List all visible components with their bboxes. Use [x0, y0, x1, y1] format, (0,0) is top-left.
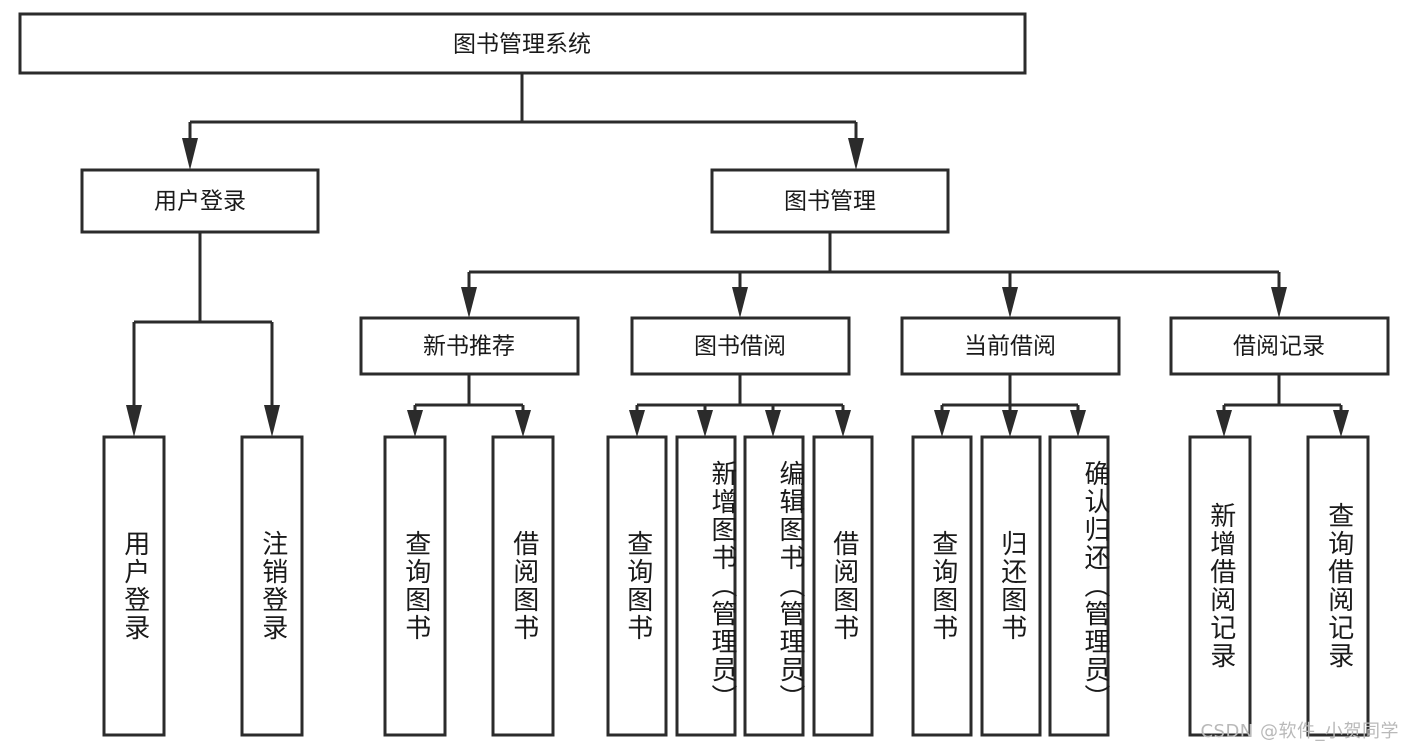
connector-record-to-leaves	[1216, 374, 1349, 437]
connector-root-to-level2	[182, 73, 864, 170]
node-book-borrow[interactable]: 图书借阅	[630, 316, 851, 376]
node-book-borrow-label: 图书借阅	[694, 334, 786, 360]
node-new-book-recommend-label: 新书推荐	[423, 334, 515, 360]
watermark-text: CSDN @软件_小贺同学	[1200, 721, 1399, 742]
node-book-management-label: 图书管理	[784, 189, 876, 215]
connector-current-to-leaves	[934, 374, 1086, 437]
leaf-rect-borrow-book-1[interactable]	[491, 435, 555, 737]
leaf-rects	[102, 435, 1370, 737]
node-new-book-recommend[interactable]: 新书推荐	[359, 316, 580, 376]
leaf-rect-query-book-3[interactable]	[911, 435, 973, 737]
leaf-rect-borrow-book-2[interactable]	[812, 435, 874, 737]
leaf-rect-return-book[interactable]	[980, 435, 1042, 737]
connector-borrow-to-leaves	[629, 374, 851, 437]
connector-newbook-to-leaves	[407, 374, 531, 437]
leaf-rect-query-book-2[interactable]	[606, 435, 668, 737]
connector-bookmgmt-to-level3	[461, 232, 1287, 318]
node-book-management[interactable]: 图书管理	[710, 168, 950, 234]
connector-userlogin-to-leaves	[126, 232, 280, 437]
node-borrow-record-label: 借阅记录	[1233, 334, 1325, 360]
leaf-rect-query-record[interactable]	[1306, 435, 1370, 737]
node-current-borrow-label: 当前借阅	[964, 334, 1056, 360]
leaf-rect-add-book-admin[interactable]	[675, 435, 737, 737]
leaf-rect-add-record[interactable]	[1188, 435, 1252, 737]
node-user-login[interactable]: 用户登录	[80, 168, 320, 234]
leaf-rect-logout[interactable]	[240, 435, 304, 737]
node-user-login-label: 用户登录	[154, 189, 246, 215]
node-borrow-record[interactable]: 借阅记录	[1169, 316, 1390, 376]
leaf-rect-query-book-1[interactable]	[383, 435, 447, 737]
node-root-label: 图书管理系统	[453, 32, 591, 58]
leaf-rect-edit-book-admin[interactable]	[743, 435, 805, 737]
leaf-rect-confirm-return[interactable]	[1048, 435, 1110, 737]
node-current-borrow[interactable]: 当前借阅	[900, 316, 1121, 376]
node-root[interactable]: 图书管理系统	[18, 12, 1027, 75]
leaf-rect-user-login[interactable]	[102, 435, 166, 737]
